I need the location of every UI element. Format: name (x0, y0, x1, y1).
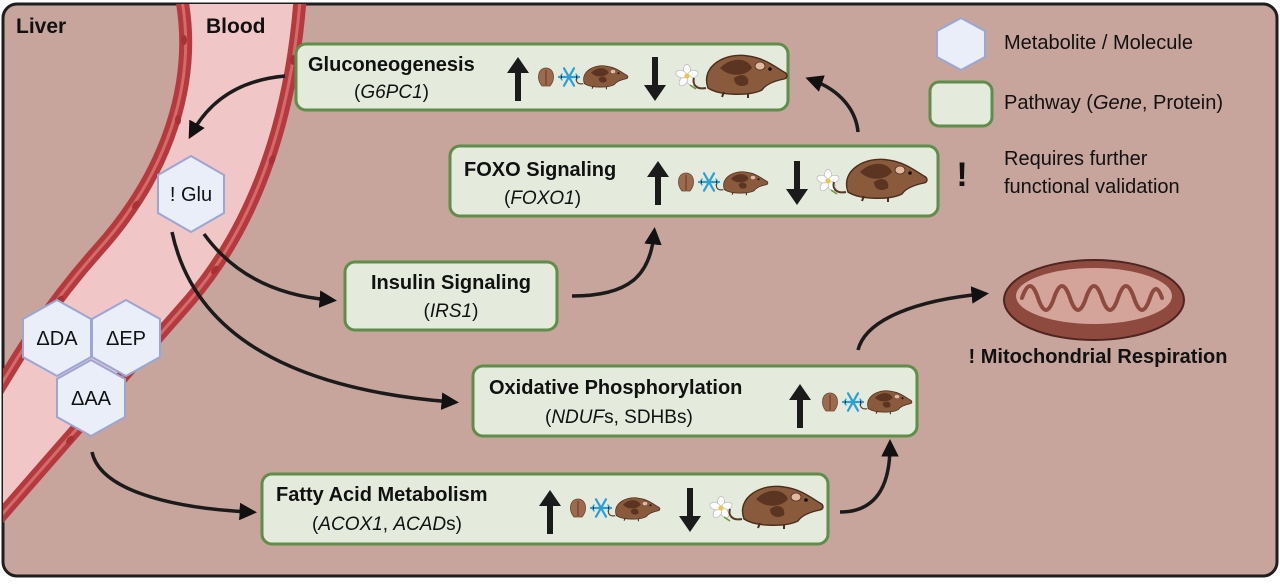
hex-glu: ! Glu (157, 154, 225, 234)
glu-label: ! Glu (170, 184, 212, 206)
pathway-gluconeogenesis: Gluconeogenesis (G6PC1) (294, 42, 790, 112)
gluconeogenesis-title: Gluconeogenesis (308, 54, 475, 76)
arrow-glu-to-oxphos (170, 231, 459, 410)
hex-da: ΔDA (22, 298, 92, 378)
hexagon-icon (936, 16, 986, 72)
ep-label: ΔEP (106, 328, 146, 350)
pathway-arrows (90, 74, 989, 521)
legend-validation-line1: Requires further (1004, 148, 1148, 170)
seed-icon (678, 172, 694, 192)
oxphos-title: Oxidative Phosphorylation (489, 377, 742, 399)
insulin-gene: (IRS1) (424, 301, 479, 322)
legend-exclamation: ! (956, 156, 967, 194)
foxo-gene: (FOXO1) (504, 188, 581, 209)
arrow-insulin-to-foxo (571, 227, 662, 298)
pathway-box-icon (928, 80, 994, 128)
liver-label: Liver (16, 15, 66, 38)
gluconeogenesis-gene: (G6PC1) (354, 82, 429, 103)
foxo-title: FOXO Signaling (464, 159, 616, 181)
da-label: ΔDA (36, 328, 78, 350)
oxphos-gene: (NDUFs, SDHBs) (545, 407, 693, 428)
hex-ep: ΔEP (91, 298, 161, 378)
pathway-foxo: FOXO Signaling (FOXO1) (448, 144, 940, 218)
arrow-glu-to-insulin (202, 232, 337, 308)
pathway-fatty-acid: Fatty Acid Metabolism (ACOX1, ACADs) (260, 472, 830, 546)
pathway-insulin: Insulin Signaling (IRS1) (343, 260, 559, 332)
pathway-oxphos: Oxidative Phosphorylation (NDUFs, SDHBs) (471, 364, 919, 438)
arrow-foxo-to-gluconeogenesis (805, 75, 860, 133)
mito-label: ! Mitochondrial Respiration (969, 346, 1228, 368)
arrow-metabolites-to-fatty (90, 451, 257, 521)
legend-pathway: Pathway (Gene, Protein) (1004, 92, 1223, 114)
insulin-title: Insulin Signaling (371, 272, 531, 294)
hex-aa: ΔAA (56, 358, 126, 438)
mitochondrion-icon (1003, 259, 1185, 341)
legend-metabolite: Metabolite / Molecule (1004, 32, 1193, 54)
seed-icon (570, 498, 586, 518)
fatty-title: Fatty Acid Metabolism (276, 484, 488, 506)
seed-icon (822, 392, 838, 412)
arrow-gluconeogenesis-to-glu (188, 74, 286, 140)
aa-label: ΔAA (71, 388, 112, 410)
arrow-fatty-to-oxphos (839, 439, 899, 514)
legend: Metabolite / Molecule Pathway (Gene, Pro… (928, 16, 1223, 198)
arrow-oxphos-to-mito (856, 286, 989, 351)
blood-label: Blood (206, 15, 265, 38)
legend-validation-line2: functional validation (1004, 176, 1180, 198)
seed-icon (538, 67, 554, 87)
fatty-gene: (ACOX1, ACADs) (312, 514, 462, 535)
